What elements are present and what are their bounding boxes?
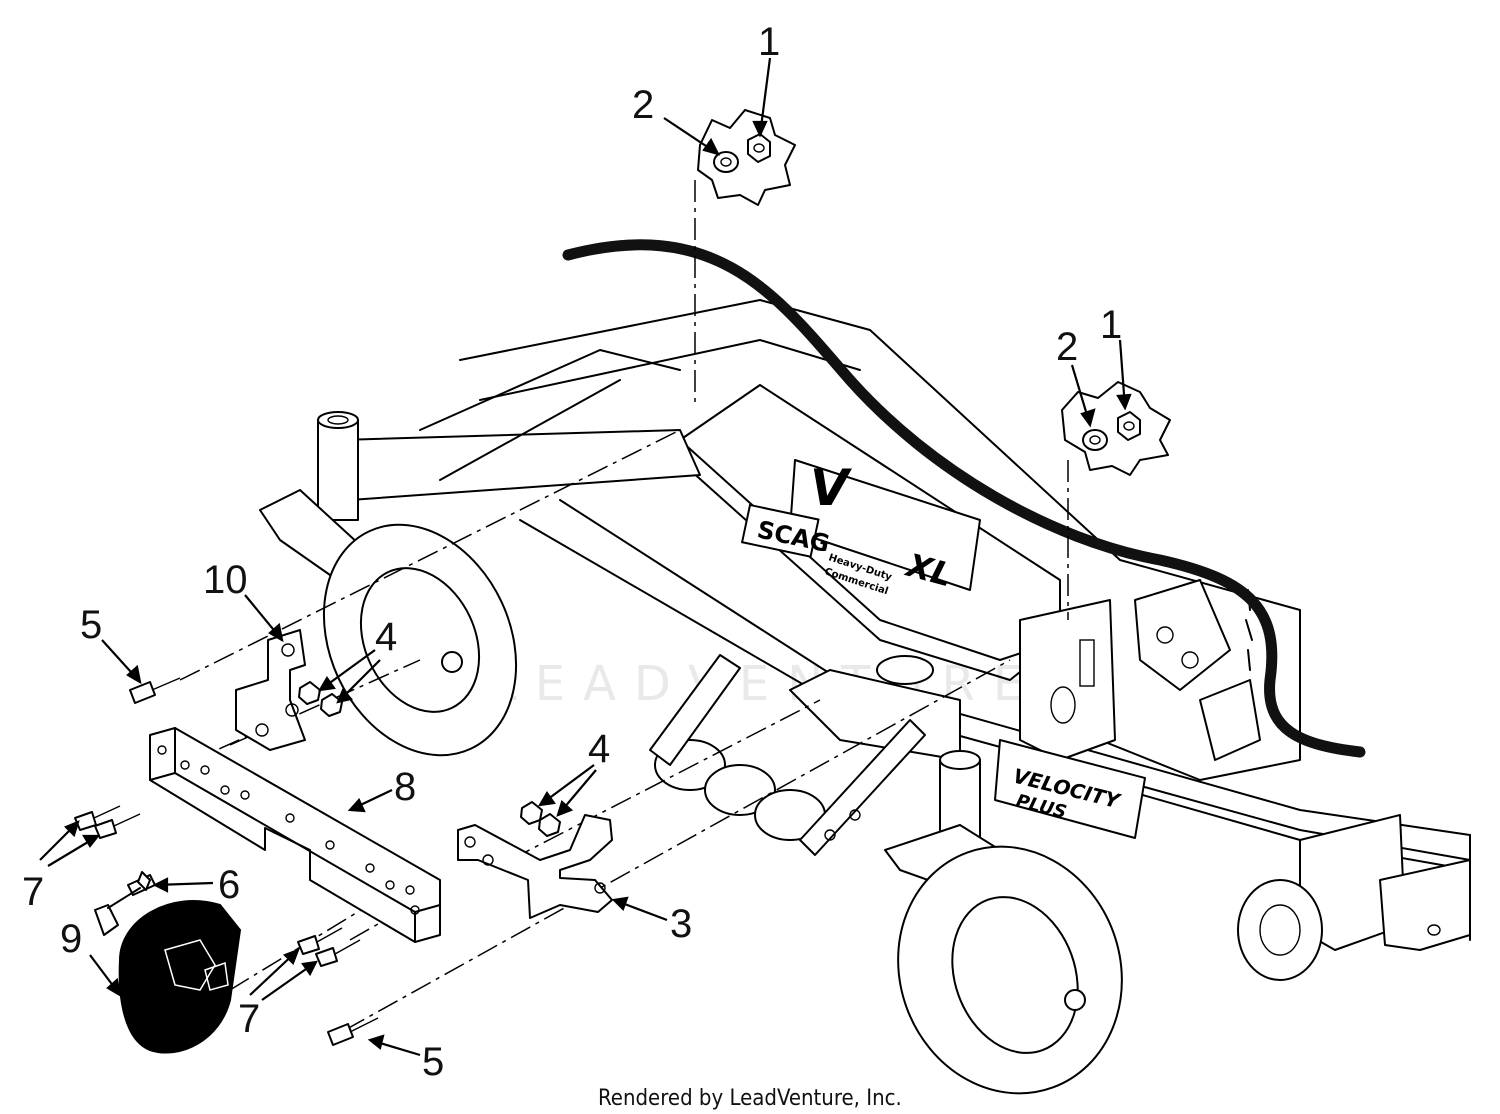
callout-10: 10 xyxy=(203,558,248,602)
callout-5-upper: 5 xyxy=(80,603,102,647)
part-7-bolts-lower xyxy=(297,927,361,967)
part-6-pin xyxy=(94,871,156,936)
footer-credit: Rendered by LeadVenture, Inc. xyxy=(598,1086,902,1111)
callout-8: 8 xyxy=(394,765,416,809)
front-axle-arm xyxy=(317,349,701,521)
part-7-bolts-upper xyxy=(74,805,141,839)
part-5-bolt-lower xyxy=(327,1017,379,1046)
callout-2-lower: 2 xyxy=(1056,325,1078,369)
callout-labels: 1 2 1 2 10 5 4 8 4 6 9 7 3 7 5 xyxy=(22,20,1122,1084)
callout-7-lower: 7 xyxy=(238,997,260,1041)
mower-deck xyxy=(459,299,1471,951)
part-4-nuts-upper xyxy=(298,681,343,717)
right-caster-wheel xyxy=(884,750,1123,1095)
callout-2-upper: 2 xyxy=(632,83,654,127)
part-4-nuts-lower xyxy=(520,801,561,837)
callout-5-lower: 5 xyxy=(422,1040,444,1084)
callout-6: 6 xyxy=(218,863,240,907)
callout-9: 9 xyxy=(60,917,82,961)
callout-3: 3 xyxy=(670,902,692,946)
callout-4-upper: 4 xyxy=(375,615,397,659)
callout-1-upper: 1 xyxy=(758,20,780,64)
part-10-bracket xyxy=(235,629,306,751)
part-9-weight xyxy=(118,900,242,1054)
leader-arrows xyxy=(39,57,1132,1057)
hardware-inset-lower xyxy=(1061,381,1171,476)
velocity-plus-decal: VELOCITY PLUS xyxy=(994,739,1146,839)
drive-hose xyxy=(562,239,1366,758)
callout-4-lower: 4 xyxy=(588,727,610,771)
part-8-weight-bar xyxy=(149,727,441,943)
callout-7-left: 7 xyxy=(22,870,44,914)
hardware-inset-upper xyxy=(697,109,796,206)
left-caster-wheel xyxy=(259,489,518,757)
deck-model-script: V xyxy=(810,459,852,517)
anti-scalp-wheel xyxy=(1237,879,1323,981)
part-5-bolt-upper xyxy=(129,677,181,704)
deck-decal: V XL SCAG Heavy-Duty Commercial xyxy=(740,459,981,597)
part-3-bracket xyxy=(457,814,613,919)
callout-1-lower: 1 xyxy=(1100,303,1122,347)
